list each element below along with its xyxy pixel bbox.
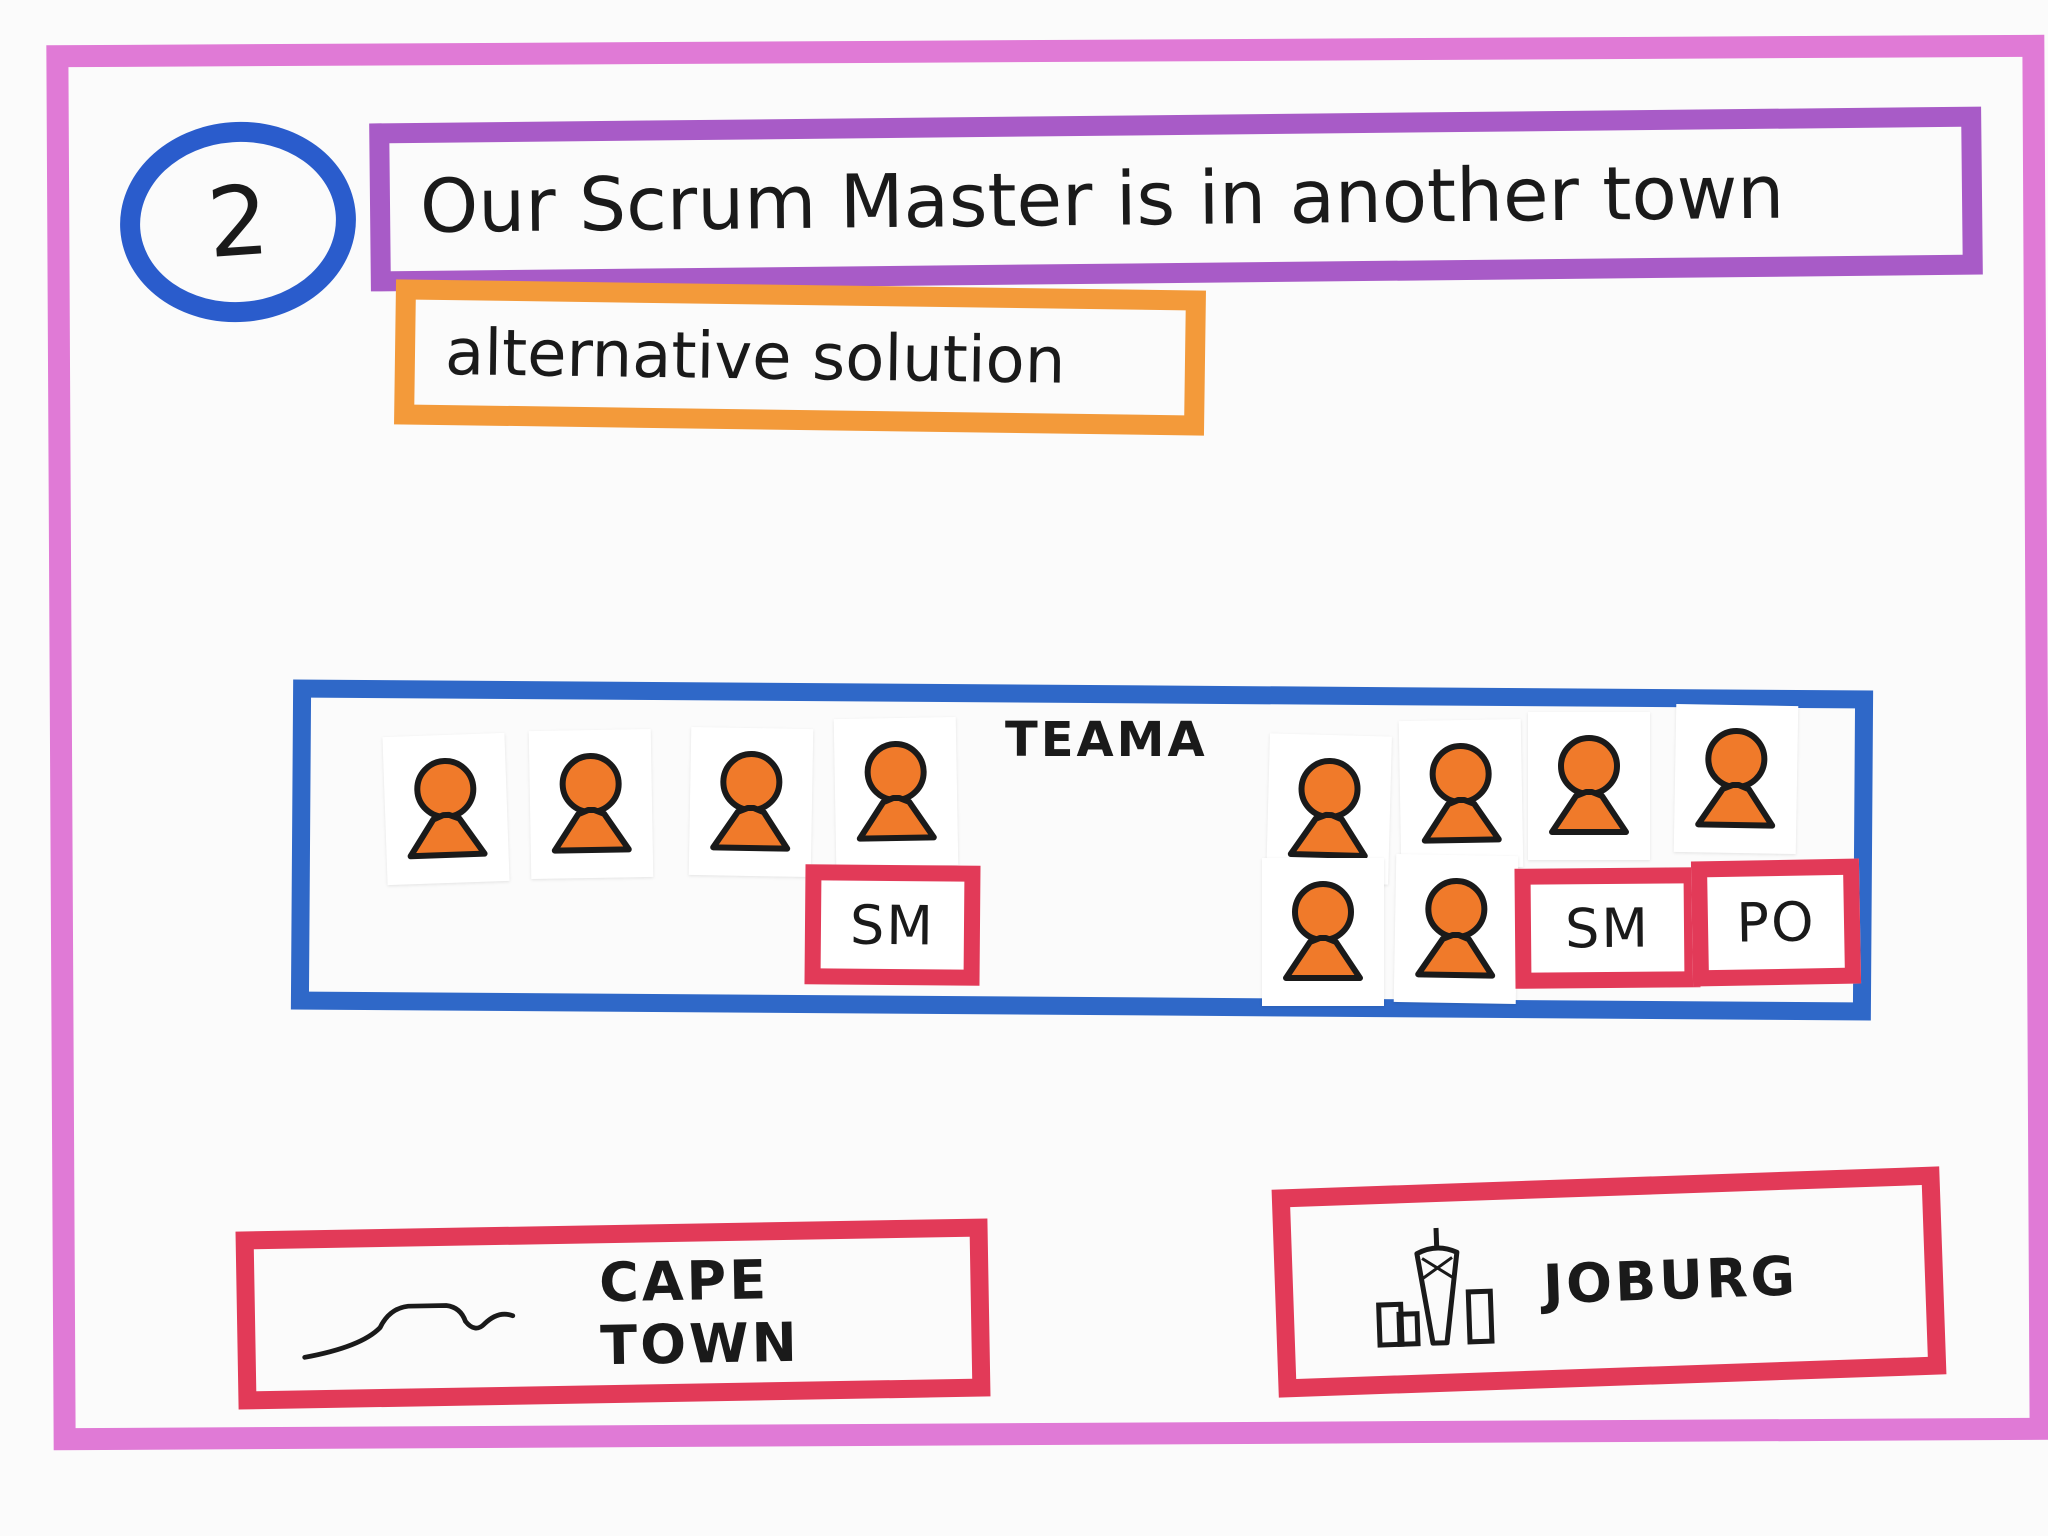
team-member-card [1262, 858, 1384, 1006]
step-number: 2 [203, 164, 273, 280]
role-badge-sm-left: SM [804, 864, 981, 986]
person-icon [1421, 743, 1502, 844]
role-badge-po: PO [1690, 858, 1862, 987]
tower-skyline-icon [1376, 1227, 1495, 1348]
team-member-card [1393, 853, 1519, 1005]
person-icon [710, 751, 791, 852]
title-banner: Our Scrum Master is in another town [369, 106, 1983, 292]
team-member-card [1528, 712, 1650, 860]
page-title: Our Scrum Master is in another town [419, 149, 1785, 250]
team-member-card [1266, 733, 1392, 885]
subtitle: alternative solution [444, 315, 1066, 399]
person-icon [1283, 881, 1363, 981]
person-icon [551, 753, 632, 854]
role-label: SM [849, 893, 936, 957]
person-icon [1549, 735, 1629, 835]
team-member-card [833, 716, 959, 868]
role-label: SM [1564, 896, 1651, 960]
role-badge-sm-right: SM [1514, 867, 1701, 989]
subtitle-banner: alternative solution [394, 279, 1206, 436]
city-label-left: CAPE TOWN [598, 1248, 801, 1378]
city-box-cape-town: CAPE TOWN [235, 1218, 991, 1410]
team-member-card [528, 728, 654, 880]
person-icon [856, 741, 937, 842]
role-label: PO [1735, 890, 1817, 955]
team-member-card [688, 726, 814, 878]
team-label: TEAMA [1005, 712, 1208, 768]
person-icon [1287, 758, 1368, 859]
person-icon [407, 758, 488, 860]
table-mountain-icon [302, 1303, 516, 1360]
person-icon [1695, 728, 1776, 829]
city-label-right: JOBURG [1541, 1243, 1799, 1316]
team-member-card [1398, 718, 1524, 870]
team-member-card [382, 732, 510, 886]
city-box-joburg: JOBURG [1271, 1166, 1947, 1398]
person-icon [1415, 878, 1496, 979]
team-member-card [1673, 703, 1799, 855]
